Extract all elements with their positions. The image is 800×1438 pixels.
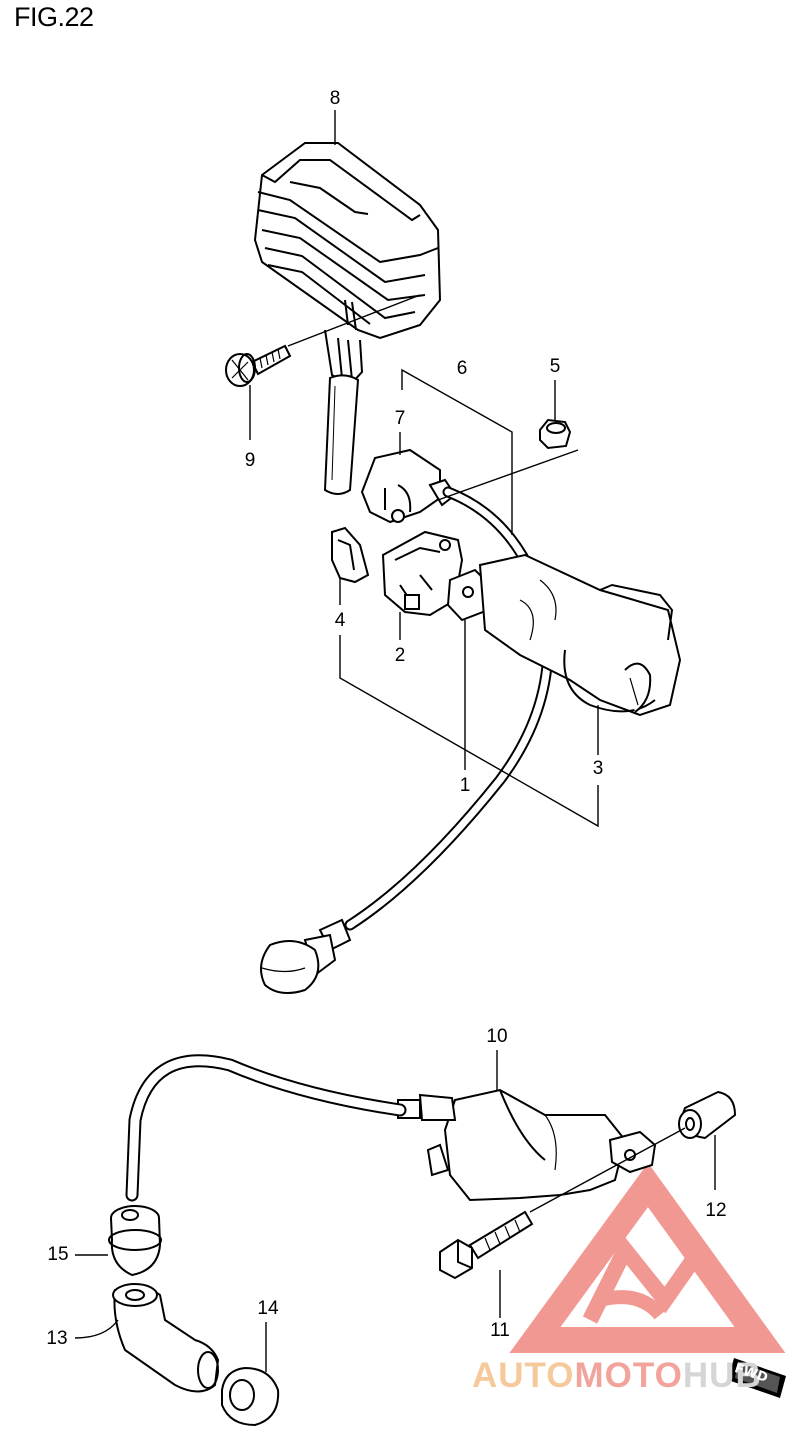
grommet-part-15: [108, 1205, 162, 1277]
watermark-part-hub: HUB: [682, 1356, 762, 1395]
leader-lines-bottom: [74, 1050, 716, 1372]
callout-15: 15: [47, 1244, 69, 1265]
callout-5: 5: [549, 356, 561, 377]
watermark-part-moto: MOTO: [574, 1356, 683, 1395]
pickup-coil-part-3: [478, 553, 682, 717]
collar-part-12: [678, 1090, 737, 1140]
switch-block-part-2: [381, 530, 464, 617]
regulator-rectifier-part-8: [253, 142, 442, 495]
watermark-part-auto: AUTO: [472, 1356, 575, 1395]
terminal-part-4: [331, 526, 370, 584]
callout-9: 9: [244, 450, 256, 471]
bolt-part-11: [439, 1210, 534, 1280]
spark-plug-boot: [260, 918, 352, 995]
plug-cap-part-7: [360, 448, 457, 524]
cover-part-14: [221, 1366, 280, 1427]
callout-13: 13: [46, 1328, 68, 1349]
callout-11: 11: [490, 1320, 510, 1341]
callout-4: 4: [334, 610, 346, 631]
forward-direction-badge-icon: [728, 1358, 786, 1398]
watermark-text: AUTOMOTOHUB: [472, 1356, 762, 1396]
callout-7: 7: [394, 408, 406, 429]
nut-part-5: [539, 418, 572, 450]
screw-part-9: [225, 344, 292, 387]
figure-title: FIG.22: [14, 2, 94, 32]
callout-12: 12: [705, 1200, 727, 1221]
callout-2: 2: [394, 645, 406, 666]
callout-8: 8: [329, 88, 341, 109]
ignition-coil-part-10: [397, 1088, 657, 1202]
callout-14: 14: [257, 1298, 279, 1319]
callout-3: 3: [592, 758, 604, 779]
callout-10: 10: [486, 1026, 508, 1047]
callout-6: 6: [456, 358, 468, 379]
watermark-logo-icon: [509, 1162, 786, 1353]
callout-1: 1: [459, 775, 471, 796]
plug-cap-part-13: [112, 1283, 220, 1393]
leader-lines-top: [249, 110, 599, 828]
